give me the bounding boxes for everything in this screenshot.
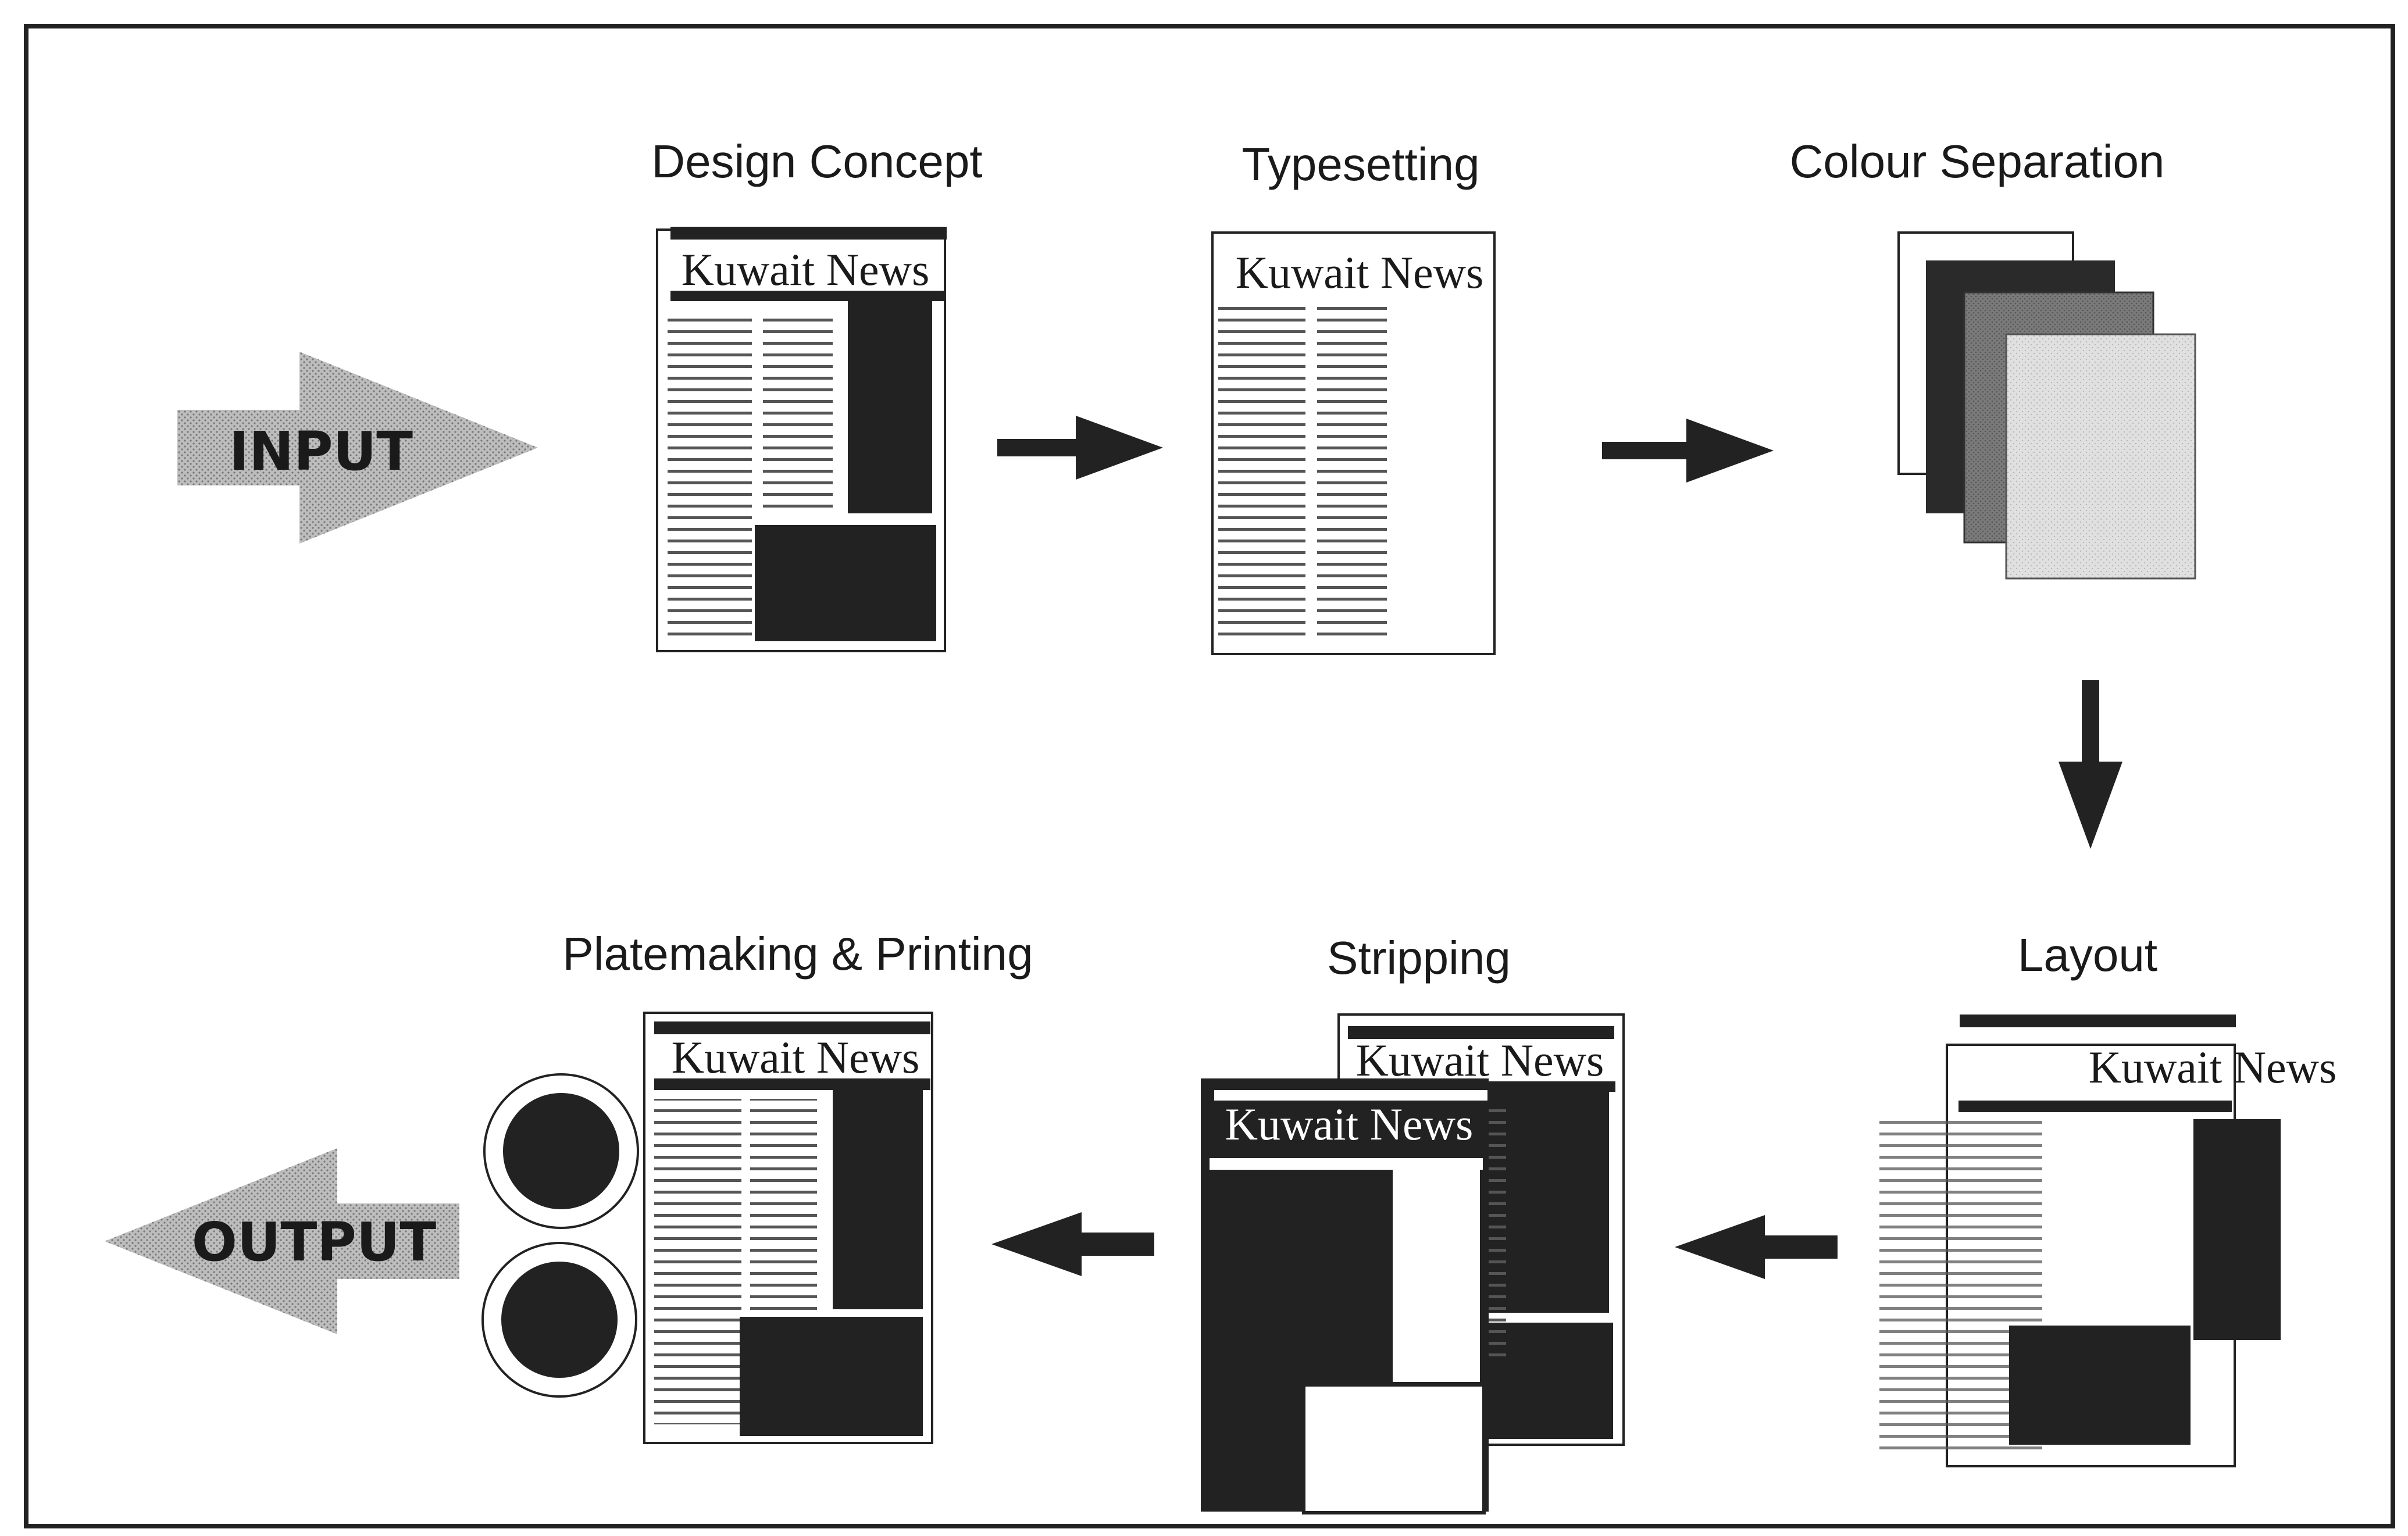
design-concept-masthead: Kuwait News	[682, 244, 930, 295]
input-label: INPUT	[229, 420, 413, 483]
typesetting-label: Typesetting	[1242, 138, 1479, 190]
flow-arrow-2	[1602, 419, 1774, 483]
output-arrow: OUTPUT	[105, 1148, 459, 1334]
typesetting-masthead: Kuwait News	[1236, 247, 1484, 298]
input-arrow: INPUT	[177, 352, 538, 544]
stripping-stage: Stripping Kuwait News Kuwait News	[1201, 932, 1625, 1514]
layout-stage: Layout Kuwait News	[1879, 929, 2337, 1467]
typesetting-stage: Typesetting Kuwait News	[1211, 138, 1496, 655]
platemaking-masthead: Kuwait News	[672, 1032, 920, 1083]
flow-arrow-4	[991, 1212, 1154, 1276]
colour-separation-label: Colour Separation	[1790, 135, 2165, 187]
layout-label: Layout	[2018, 929, 2157, 981]
design-concept-stage: Design Concept Kuwait News	[651, 135, 983, 652]
platemaking-printing-stage: Platemaking & Printing Kuwait News	[481, 928, 1033, 1444]
stripping-label: Stripping	[1327, 932, 1511, 984]
design-concept-label: Design Concept	[651, 135, 982, 187]
output-label: OUTPUT	[192, 1211, 437, 1273]
stripping-masthead-front: Kuwait News	[1225, 1099, 1474, 1149]
platemaking-printing-label: Platemaking & Printing	[562, 928, 1033, 980]
flow-arrow-down	[2059, 680, 2122, 849]
flow-arrow-1	[997, 416, 1163, 480]
colour-separation-stage: Colour Separation	[1790, 135, 2196, 580]
layout-masthead: Kuwait News	[2089, 1042, 2337, 1092]
flow-arrow-3	[1675, 1215, 1838, 1279]
stripping-masthead-back: Kuwait News	[1356, 1035, 1604, 1085]
